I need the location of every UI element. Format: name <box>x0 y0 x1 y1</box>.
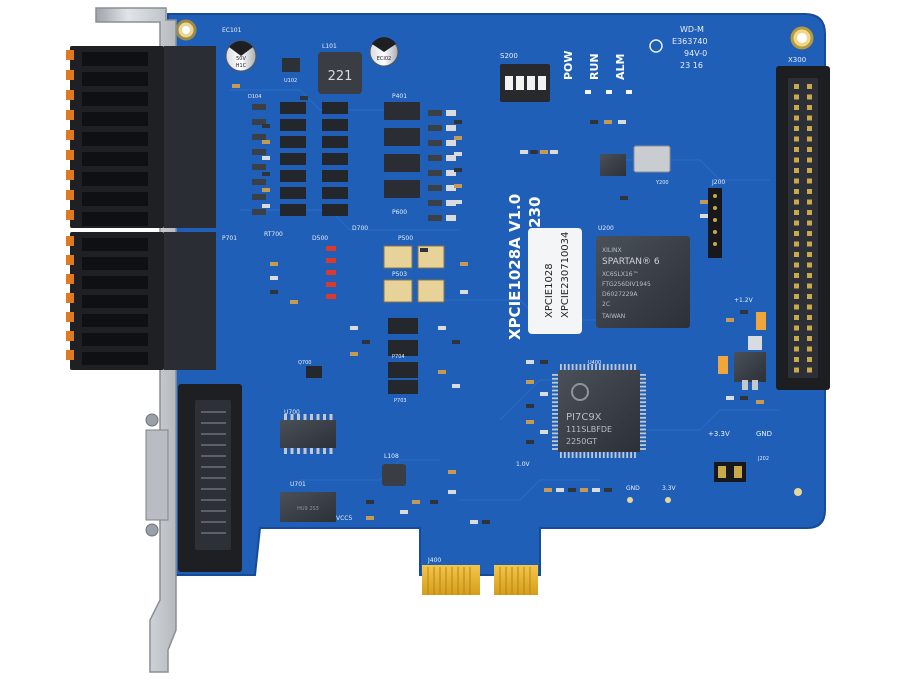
crystal-y200 <box>633 145 671 173</box>
svg-text:PI7C9X: PI7C9X <box>566 412 602 423</box>
svg-text:P401: P401 <box>392 93 407 100</box>
svg-text:U701: U701 <box>290 481 306 488</box>
svg-text:RT700: RT700 <box>264 231 283 238</box>
svg-text:XPCIE1028: XPCIE1028 <box>544 263 555 318</box>
svg-text:P600: P600 <box>392 209 407 216</box>
svg-text:Y200: Y200 <box>655 180 669 186</box>
svg-text:J202: J202 <box>757 456 769 462</box>
svg-text:D6027229A: D6027229A <box>602 291 638 298</box>
terminal-pins <box>66 50 74 360</box>
svg-text:1.0V: 1.0V <box>516 461 531 468</box>
svg-text:221: 221 <box>328 69 353 84</box>
header-j200 <box>708 188 722 258</box>
svg-text:XILINX: XILINX <box>602 247 622 254</box>
transistor-q700 <box>306 366 322 378</box>
inductor-l108 <box>382 464 406 486</box>
tantalum-capacitor <box>756 312 766 330</box>
svg-text:GND: GND <box>626 485 640 492</box>
led-label-run: RUN <box>588 53 601 80</box>
svg-text:L108: L108 <box>384 453 399 460</box>
led-label-alm: ALM <box>614 54 627 80</box>
svg-text:S200: S200 <box>500 52 518 60</box>
svg-text:FTG256DIV1945: FTG256DIV1945 <box>602 281 651 288</box>
svg-text:94V-0: 94V-0 <box>684 49 707 58</box>
ic-stack-p401 <box>384 102 420 198</box>
header-x300 <box>776 66 830 390</box>
svg-text:WD-M: WD-M <box>680 25 704 34</box>
svg-text:+1.2V: +1.2V <box>734 297 754 304</box>
svg-text:TAIWAN: TAIWAN <box>601 313 625 320</box>
voltage-regulator <box>734 352 766 382</box>
svg-text:2250GT: 2250GT <box>566 437 597 446</box>
resistor-array <box>252 104 456 221</box>
svg-text:2C: 2C <box>602 301 610 308</box>
fpga-spartan6: XILINX SPARTAN® 6 XC6SLX16™ FTG256DIV194… <box>596 236 690 328</box>
svg-text:U700: U700 <box>284 409 300 416</box>
db-connector <box>145 384 242 572</box>
svg-text:P701: P701 <box>222 235 237 242</box>
label-j400: J400 <box>427 557 441 564</box>
inductor-221 <box>318 52 362 94</box>
electrolytic-capacitor-right: ECI02 <box>369 37 399 67</box>
led-label-pow: POW <box>562 50 575 80</box>
svg-text:+3.3V: +3.3V <box>708 430 730 438</box>
svg-text:L101: L101 <box>322 43 337 50</box>
pcie-gold-fingers <box>422 565 538 595</box>
pcie-bridge-pi7c9x: PI7C9X 111SLBFDE 2250GT <box>552 364 646 458</box>
electrolytic-capacitor-left: 50V H1C <box>225 40 257 72</box>
svg-text:U200: U200 <box>598 225 614 232</box>
svg-text:50V: 50V <box>236 56 246 62</box>
label-x300: X300 <box>788 56 806 64</box>
svg-text:U400: U400 <box>588 360 601 366</box>
ic-stack-p703 <box>388 318 418 394</box>
chip-u102 <box>282 58 300 72</box>
svg-text:D700: D700 <box>352 225 368 232</box>
svg-text:Q700: Q700 <box>298 360 311 366</box>
svg-text:XPCIE230710034: XPCIE230710034 <box>560 232 571 318</box>
serial-sticker: XPCIE1028 XPCIE230710034 <box>528 228 582 334</box>
terminal-slots <box>82 52 148 365</box>
svg-text:111SLBFDE: 111SLBFDE <box>566 425 612 434</box>
svg-text:P703: P703 <box>394 398 407 404</box>
svg-text:P500: P500 <box>398 235 413 242</box>
svg-text:E363740: E363740 <box>672 37 708 46</box>
status-leds <box>585 90 632 94</box>
svg-text:SPARTAN® 6: SPARTAN® 6 <box>602 257 660 267</box>
pcb-board <box>167 13 826 576</box>
svg-text:J200: J200 <box>711 179 725 186</box>
svg-text:3.3V: 3.3V <box>662 485 677 492</box>
svg-text:HU9 2S3: HU9 2S3 <box>297 506 319 512</box>
certification-mark: WD-M E363740 94V-0 23 16 <box>649 25 708 70</box>
svg-text:ECI02: ECI02 <box>377 56 392 62</box>
svg-text:H1C: H1C <box>236 63 247 69</box>
chip-u700 <box>280 414 336 454</box>
chip-u701: HU9 2S3 <box>280 492 336 522</box>
optocoupler-array <box>280 102 348 216</box>
header-j202 <box>714 462 746 482</box>
svg-text:XC6SLX16™: XC6SLX16™ <box>602 271 639 278</box>
smd-components <box>232 84 764 524</box>
svg-text:GND: GND <box>756 430 772 438</box>
svg-text:XPCIE1028A V1.0: XPCIE1028A V1.0 <box>506 194 524 340</box>
dip-switch-s200 <box>500 64 550 102</box>
svg-text:P704: P704 <box>392 354 405 360</box>
svg-text:D104: D104 <box>248 94 261 100</box>
svg-text:U102: U102 <box>284 78 297 84</box>
tantalum-capacitor <box>718 356 728 374</box>
svg-text:D500: D500 <box>312 235 328 242</box>
via <box>794 488 802 496</box>
svg-text:VCC5: VCC5 <box>336 515 352 522</box>
led-array-d500 <box>326 246 336 299</box>
svg-text:P503: P503 <box>392 271 407 278</box>
chip-u202 <box>600 154 626 176</box>
svg-text:EC101: EC101 <box>222 27 242 34</box>
svg-text:23 16: 23 16 <box>680 61 703 70</box>
